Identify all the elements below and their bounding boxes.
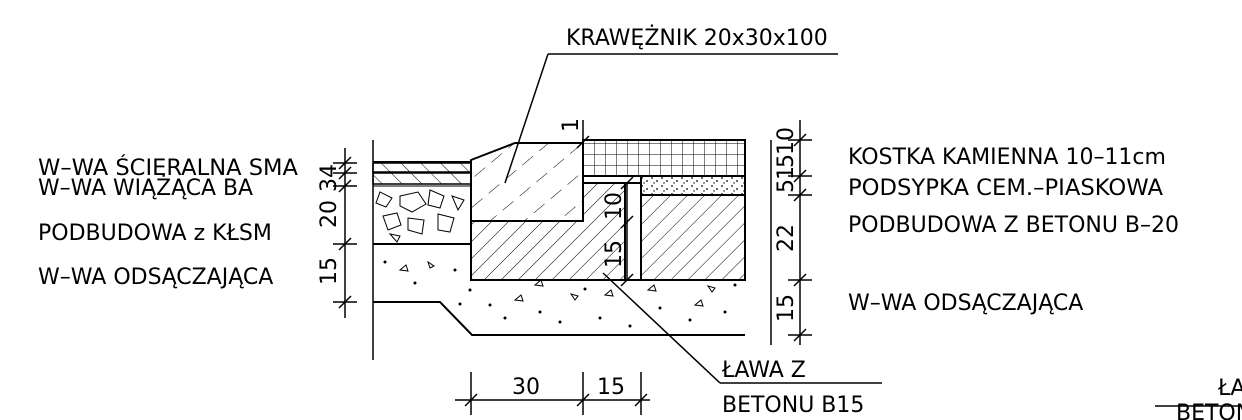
leaders — [504, 53, 1242, 407]
klsm-stones — [375, 189, 465, 243]
layer-concrete-base — [640, 194, 746, 281]
dim-bottom-30: 30 — [512, 375, 540, 400]
dim-right-10: 10 — [774, 127, 799, 155]
label-left-sma: W–WA ŚCIERALNA SMA — [38, 155, 298, 181]
left-layers — [372, 161, 745, 336]
layer-binder — [372, 172, 472, 185]
gap-joint — [624, 182, 642, 281]
label-left-klsm: PODBUDOWA z KŁSM — [38, 221, 272, 246]
layer-drainage-left — [373, 301, 745, 336]
curb — [470, 142, 584, 222]
label-cut-2: BETON — [1176, 401, 1242, 420]
label-bench-2: BETONU B15 — [722, 393, 864, 418]
label-cut-1: ŁA — [1217, 376, 1242, 401]
layer-stone-paving — [582, 139, 746, 177]
dimension-right — [770, 120, 812, 345]
dim-right-5: 5 — [774, 154, 799, 168]
dim-left-3: 3 — [317, 178, 342, 192]
dim-right-1: 1 — [774, 166, 799, 180]
label-right-concrete: PODBUDOWA Z BETONU B–20 — [848, 213, 1179, 238]
label-left-binder: W–WA WIĄŻĄCA BA — [38, 175, 253, 201]
label-right-sand: PODSYPKA CEM.–PIASKOWA — [848, 176, 1163, 201]
drainage-aggregate — [383, 260, 737, 328]
dim-left-20: 20 — [317, 200, 342, 228]
dim-right-22: 22 — [774, 224, 799, 252]
dim-mid-15: 15 — [602, 240, 627, 268]
dim-mid-10: 10 — [602, 192, 627, 220]
layer-sma — [372, 162, 472, 173]
dim-left-4: 4 — [317, 164, 342, 178]
dim-right-5b: 5 — [774, 179, 799, 193]
dimension-bottom — [455, 372, 650, 415]
label-right-paving: KOSTKA KAMIENNA 10–11cm — [848, 145, 1166, 170]
label-curb: KRAWĘŻNIK 20x30x100 — [566, 25, 828, 51]
layer-sand-cement — [640, 175, 746, 196]
label-bench-1: ŁAWA Z — [721, 358, 806, 383]
dimension-middle — [576, 120, 634, 287]
label-right-drainage: W–WA ODSĄCZAJĄCA — [848, 291, 1083, 316]
right-layers — [582, 139, 746, 281]
dimension-left — [333, 140, 374, 360]
label-left-drainage: W–WA ODSĄCZAJĄCA — [38, 265, 273, 290]
dim-left-15: 15 — [317, 257, 342, 285]
dim-right-15: 15 — [774, 294, 799, 322]
dim-bottom-15: 15 — [597, 375, 625, 400]
dim-curb-1: 1 — [559, 118, 584, 132]
